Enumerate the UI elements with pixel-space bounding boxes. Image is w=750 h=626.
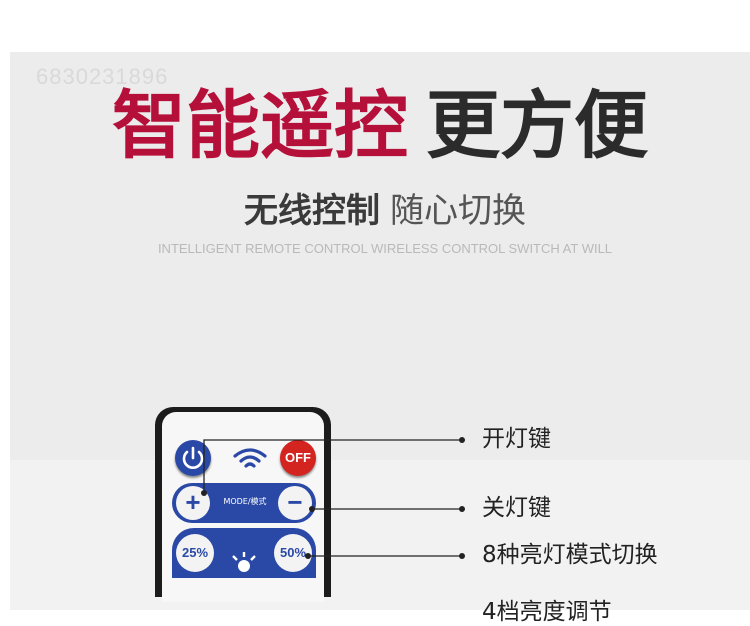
brightness-25-button: 25% xyxy=(176,534,214,572)
hero-panel: 6830231896 xyxy=(10,52,750,610)
brightness-bar: 25% 50% xyxy=(172,528,316,578)
off-button: OFF xyxy=(280,440,316,476)
headline: 智能遥控更方便 xyxy=(0,84,750,168)
headline-red: 智能遥控 xyxy=(112,83,408,169)
power-icon xyxy=(182,446,204,469)
wifi-icon xyxy=(232,446,268,476)
callout-mode-switch: 8种亮灯模式切换 xyxy=(482,542,658,568)
brightness-50-button: 50% xyxy=(274,534,312,572)
callout-brightness: 4档亮度调节 xyxy=(482,599,612,625)
remote-control: OFF + MODE/模式 − 25% 50% xyxy=(155,407,331,602)
power-button xyxy=(175,440,211,476)
sun-icon xyxy=(232,552,256,572)
remote-face: OFF + MODE/模式 − 25% 50% xyxy=(162,412,324,602)
callout-power-off: 关灯键 xyxy=(482,495,551,521)
subhead-bold: 无线控制 xyxy=(244,191,380,231)
headline-dark: 更方便 xyxy=(426,83,648,169)
mode-bar: + MODE/模式 − xyxy=(172,483,316,523)
subhead-normal: 随心切换 xyxy=(390,191,526,231)
mode-label: MODE/模式 xyxy=(223,497,267,506)
lower-band xyxy=(10,460,750,610)
callout-lines xyxy=(201,437,465,559)
minus-button: − xyxy=(278,486,312,520)
english-tagline: INTELLIGENT REMOTE CONTROL WIRELESS CONT… xyxy=(157,241,613,256)
watermark-id: 6830231896 xyxy=(36,64,169,89)
callout-power-on: 开灯键 xyxy=(482,426,551,452)
subheadline: 无线控制随心切换 xyxy=(0,183,750,232)
